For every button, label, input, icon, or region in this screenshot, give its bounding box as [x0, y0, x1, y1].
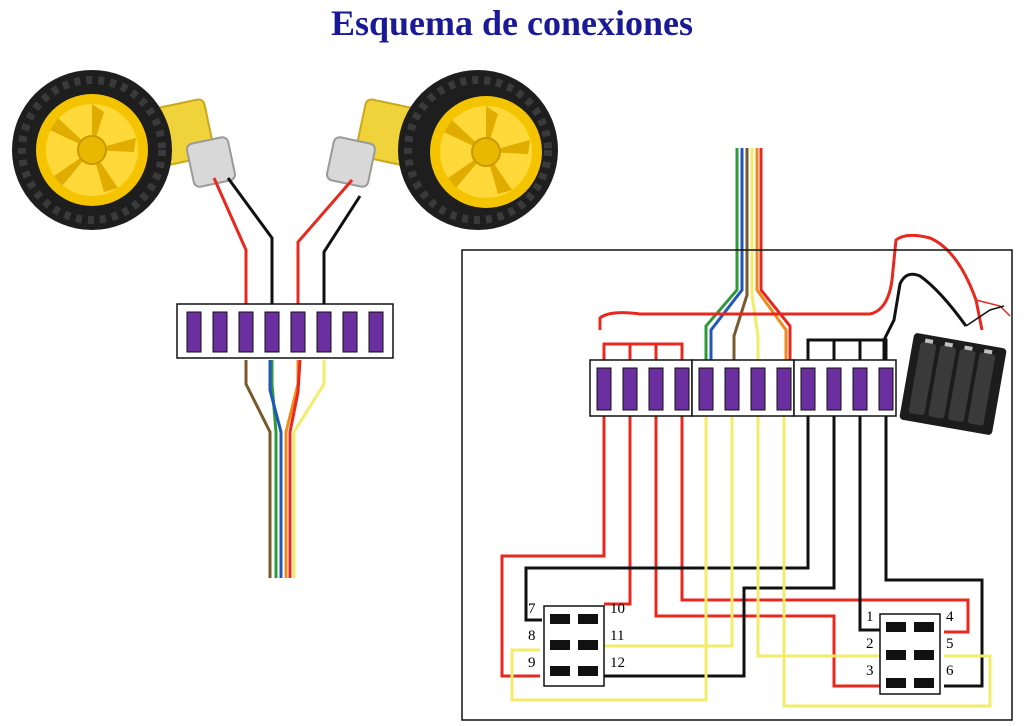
- switch-pin-label: 2: [866, 636, 874, 652]
- battery-holder: [899, 333, 1007, 435]
- switch-pin-label: 6: [946, 663, 954, 679]
- switch-pin-label: 8: [528, 628, 536, 644]
- diagram-title: Esquema de conexiones: [330, 3, 694, 43]
- switch-pin-label: 10: [610, 601, 625, 617]
- switch-left: 7 8 9 10 11 12: [528, 601, 625, 687]
- upper-terminal-strip: [176, 303, 394, 359]
- switch-pin-label: 3: [866, 663, 874, 679]
- board-terminal-strip: [589, 359, 897, 417]
- switch-pin-label: 12: [610, 655, 625, 671]
- battery-leads: [598, 233, 1011, 368]
- motor-leads: [212, 177, 362, 310]
- board-wiring: [500, 338, 992, 708]
- switch-pin-label: 5: [946, 636, 954, 652]
- incoming-cable: [704, 148, 792, 368]
- switch-pin-label: 11: [610, 628, 624, 644]
- switch-right: 1 2 3 4 5 6: [866, 609, 954, 695]
- control-board-frame: [461, 249, 1013, 721]
- switch-pin-label: 9: [528, 655, 536, 671]
- switch-pin-label: 7: [528, 601, 536, 617]
- switch-pin-label: 1: [866, 609, 874, 625]
- switch-pin-label: 4: [946, 609, 954, 625]
- upper-cable-wires: [244, 359, 326, 578]
- left-motor-wheel: [12, 70, 236, 230]
- right-motor-wheel: [326, 70, 558, 230]
